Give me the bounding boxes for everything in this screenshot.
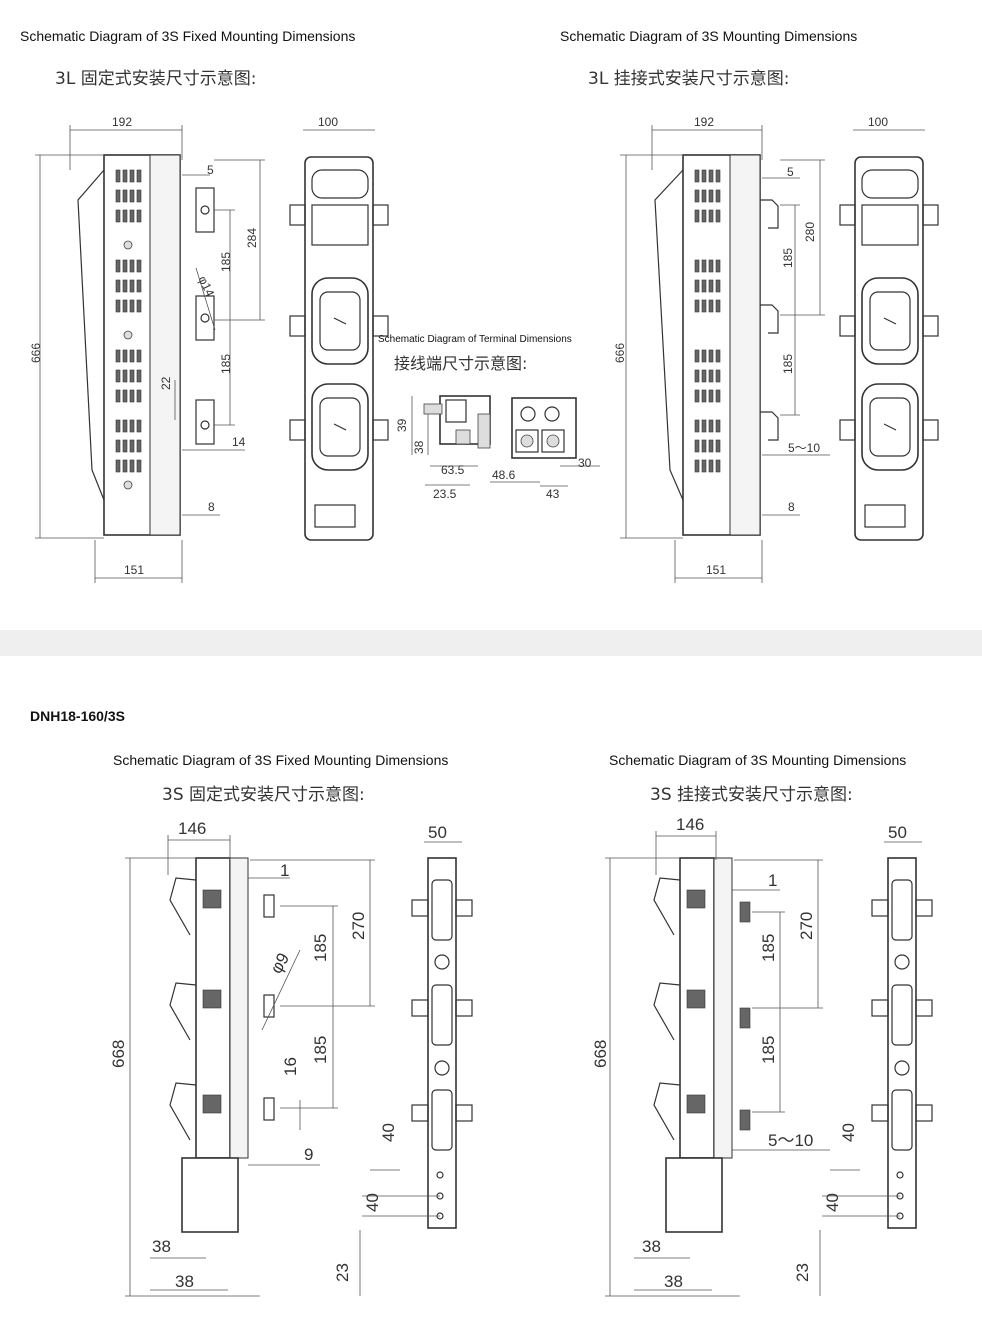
bottom-right-dimensions: 146 50 668 1 270 185 185 5～10 40 40 38 3… bbox=[591, 815, 922, 1297]
dim-phi14: φ14 bbox=[196, 274, 218, 299]
dim-38-a: 38 bbox=[152, 1237, 171, 1256]
dim-30: 30 bbox=[578, 456, 592, 470]
dim-40-a: 40 bbox=[839, 1123, 858, 1142]
dim-100: 100 bbox=[868, 115, 888, 129]
dim-1: 1 bbox=[280, 861, 289, 880]
section-divider bbox=[0, 630, 982, 656]
dim-185-a: 185 bbox=[781, 248, 795, 268]
bottom-left-title-en: Schematic Diagram of 3S Fixed Mounting D… bbox=[113, 752, 449, 768]
dim-9: 9 bbox=[304, 1145, 313, 1164]
bottom-left-dimensions: 146 50 668 1 270 185 185 φ9 16 9 40 40 3… bbox=[109, 819, 462, 1297]
dim-146: 146 bbox=[676, 815, 704, 834]
dim-50: 50 bbox=[888, 823, 907, 842]
bottom-left-front-view bbox=[411, 857, 473, 1229]
dim-14: 14 bbox=[232, 435, 246, 449]
dim-39: 39 bbox=[395, 418, 409, 432]
dim-185-a: 185 bbox=[219, 252, 233, 272]
terminal-title-cn: 接线端尺寸示意图: bbox=[394, 354, 528, 373]
dim-5: 5 bbox=[787, 165, 794, 179]
model-label: DNH18-160/3S bbox=[30, 708, 125, 724]
dim-668: 668 bbox=[591, 1040, 610, 1068]
dim-151: 151 bbox=[706, 563, 726, 577]
dim-668: 668 bbox=[109, 1040, 128, 1068]
dim-185-b: 185 bbox=[781, 354, 795, 374]
dim-185-b: 185 bbox=[219, 354, 233, 374]
top-left-title-cn: 3L 固定式安装尺寸示意图: bbox=[55, 69, 257, 89]
top-right-title-cn: 3L 挂接式安装尺寸示意图: bbox=[588, 69, 790, 89]
dim-185-b: 185 bbox=[311, 1036, 330, 1064]
dim-48-6: 48.6 bbox=[492, 468, 516, 482]
dim-5-10: 5～10 bbox=[788, 441, 820, 455]
top-left-title-en: Schematic Diagram of 3S Fixed Mounting D… bbox=[20, 28, 356, 44]
dim-38-a: 38 bbox=[642, 1237, 661, 1256]
dim-40-b: 40 bbox=[363, 1193, 382, 1212]
dim-185-a: 185 bbox=[759, 934, 778, 962]
bottom-right-side-view bbox=[653, 857, 751, 1233]
dim-666: 666 bbox=[29, 343, 43, 363]
dim-192: 192 bbox=[694, 115, 714, 129]
bottom-left-title-cn: 3S 固定式安装尺寸示意图: bbox=[162, 785, 365, 805]
dim-270: 270 bbox=[797, 912, 816, 940]
dim-38-b: 38 bbox=[175, 1272, 194, 1291]
top-left-dimensions: 192 100 666 5 284 185 185 φ14 22 14 8 15… bbox=[29, 115, 375, 583]
dim-22: 22 bbox=[159, 376, 173, 390]
dim-8: 8 bbox=[208, 500, 215, 514]
dim-1: 1 bbox=[768, 871, 777, 890]
bottom-right-title-en: Schematic Diagram of 3S Mounting Dimensi… bbox=[609, 752, 907, 768]
top-right-dimensions: 192 100 666 5 280 185 185 5～10 8 151 bbox=[613, 115, 925, 583]
dim-23-5: 23.5 bbox=[433, 487, 457, 501]
dim-50: 50 bbox=[428, 823, 447, 842]
dim-63-5: 63.5 bbox=[441, 463, 465, 477]
top-right-front-view bbox=[839, 156, 939, 541]
dim-270: 270 bbox=[349, 912, 368, 940]
dim-192: 192 bbox=[112, 115, 132, 129]
dim-16: 16 bbox=[281, 1057, 300, 1076]
bottom-right-title-cn: 3S 挂接式安装尺寸示意图: bbox=[650, 785, 853, 805]
top-left-side-view bbox=[77, 154, 215, 536]
dim-38: 38 bbox=[412, 440, 426, 454]
top-right-side-view bbox=[654, 154, 779, 536]
dim-43: 43 bbox=[546, 487, 560, 501]
dim-5-10: 5～10 bbox=[768, 1131, 813, 1150]
dim-40-a: 40 bbox=[379, 1123, 398, 1142]
dim-146: 146 bbox=[178, 819, 206, 838]
bottom-left-side-view bbox=[169, 857, 275, 1233]
dim-185-b: 185 bbox=[759, 1036, 778, 1064]
bottom-right-front-view bbox=[871, 857, 933, 1229]
top-right-title-en: Schematic Diagram of 3S Mounting Dimensi… bbox=[560, 28, 858, 44]
terminal-drawing: 39 38 63.5 23.5 48.6 43 30 bbox=[395, 395, 600, 501]
dim-23: 23 bbox=[333, 1263, 352, 1282]
dim-8: 8 bbox=[788, 500, 795, 514]
dim-666: 666 bbox=[613, 343, 627, 363]
dim-23: 23 bbox=[793, 1263, 812, 1282]
dim-40-b: 40 bbox=[823, 1193, 842, 1212]
terminal-title-en: Schematic Diagram of Terminal Dimensions bbox=[378, 334, 572, 345]
dim-5: 5 bbox=[207, 163, 214, 177]
dim-38-b: 38 bbox=[664, 1272, 683, 1291]
dim-185-a: 185 bbox=[311, 934, 330, 962]
top-left-front-view bbox=[289, 156, 389, 541]
dim-151: 151 bbox=[124, 563, 144, 577]
dim-284: 284 bbox=[245, 228, 259, 248]
dim-280: 280 bbox=[803, 222, 817, 242]
dim-100: 100 bbox=[318, 115, 338, 129]
